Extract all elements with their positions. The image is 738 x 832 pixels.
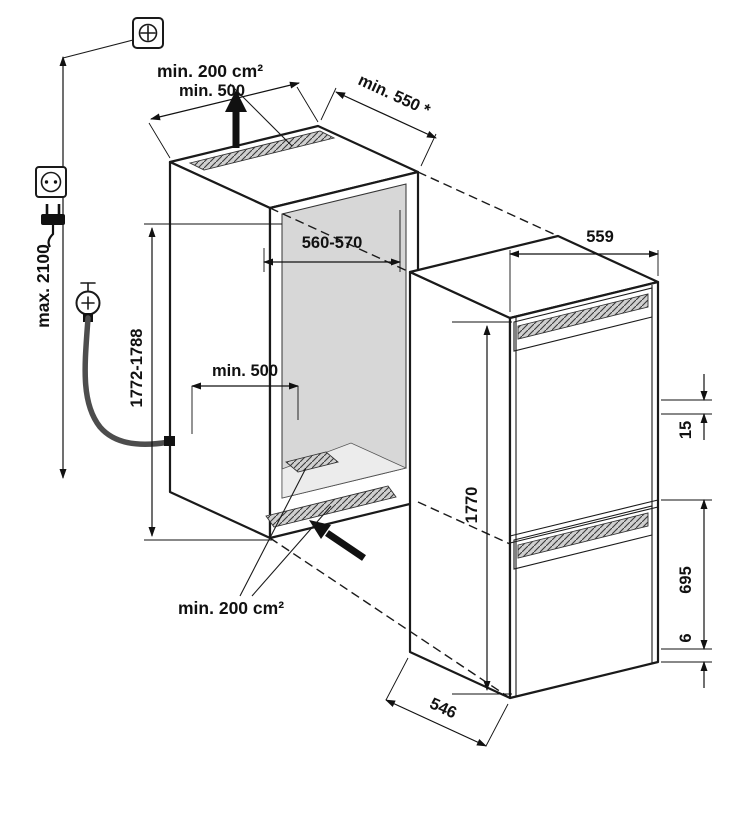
- niche-floor: [281, 442, 408, 499]
- dim-gap-top: 15: [661, 374, 712, 440]
- dim-inner-width: 560-570: [263, 210, 401, 272]
- dimension-line: [150, 81, 300, 121]
- ext-line: [385, 657, 409, 701]
- niche-height-label: 1772-1788: [128, 329, 146, 408]
- niche-width-label: min. 500: [179, 82, 245, 100]
- floor-vent-hatch: [285, 451, 339, 473]
- niche-depth-label: min. 550 *: [355, 71, 433, 120]
- leader-line-floor-vent: [239, 467, 307, 597]
- handle-recess-lower: [513, 505, 653, 570]
- vent-area-label-bottom: min. 200 cm²: [178, 467, 332, 618]
- dim-lower-door: 695: [661, 499, 712, 650]
- ext-line: [420, 133, 437, 167]
- door-split-line-2: [509, 506, 659, 544]
- appliance-height-label: 1770: [463, 487, 481, 524]
- dim-gap-bottom: 6: [661, 633, 712, 688]
- appliance-left-face: [408, 270, 512, 700]
- dimension-line: [385, 699, 487, 747]
- plug-cable: [47, 225, 55, 248]
- cable-length-label: max. 2100: [33, 244, 53, 328]
- power-socket-icon: [35, 166, 67, 198]
- socket-pin-left: [44, 180, 49, 184]
- niche: [168, 124, 420, 540]
- leader-line-front-vent: [251, 505, 332, 597]
- ceiling-junction-icon: [132, 17, 164, 49]
- niche-left-face: [168, 160, 272, 540]
- projection-bottom-left: [269, 537, 511, 699]
- ext-line: [485, 703, 509, 747]
- appliance: [408, 234, 660, 700]
- hose-end-fitting: [164, 436, 175, 446]
- appliance-width-label: 559: [586, 228, 614, 246]
- dim-appliance-width: 559: [509, 228, 659, 312]
- gap-top-label: 15: [677, 421, 695, 439]
- vent-bottom-label: min. 200 cm²: [178, 598, 284, 618]
- junction-box-circle: [138, 23, 158, 43]
- airflow-in-shaft: [325, 530, 366, 561]
- door-handle-upper: [513, 287, 653, 352]
- power-plug-icon: [41, 204, 65, 248]
- vent-top-label: min. 200 cm²: [157, 61, 263, 81]
- socket-pin-right: [53, 180, 58, 184]
- projection-bottom-right: [417, 501, 511, 545]
- door-handle-lower: [513, 505, 653, 570]
- handle-grip-upper: [517, 293, 649, 340]
- ext-line: [320, 87, 337, 121]
- projection-top-right: [417, 171, 559, 237]
- socket-circle: [40, 171, 62, 193]
- door-split-line-1: [509, 499, 659, 537]
- ext-line: [148, 122, 171, 159]
- cable-leader-top: [62, 39, 134, 59]
- inner-width-label: 560-570: [302, 234, 363, 252]
- handle-recess-upper: [513, 287, 653, 352]
- dim-appliance-height: 1770: [452, 321, 512, 695]
- appliance-depth-label: 546: [427, 695, 460, 723]
- airflow-in-arrow-icon: [309, 520, 366, 561]
- vent-area-label-top: min. 200 cm²: [157, 61, 293, 147]
- socket-outline: [35, 166, 67, 198]
- gap-bottom-label: 6: [677, 633, 695, 642]
- plug-body: [41, 214, 65, 225]
- top-vent-hatch: [188, 130, 336, 171]
- dim-niche-height: 1772-1788: [128, 223, 282, 541]
- floor-depth-label: min. 500: [212, 362, 278, 380]
- handle-grip-lower: [517, 512, 649, 559]
- appliance-front-face: [508, 280, 660, 700]
- ext-line: [296, 86, 319, 123]
- water-connection: [75, 282, 175, 448]
- lower-door-label: 695: [677, 566, 695, 594]
- leader-line: [229, 83, 293, 147]
- dim-floor-depth: min. 500: [191, 362, 299, 434]
- power-supply: max. 2100: [33, 17, 164, 479]
- dim-niche-width: min. 500: [148, 81, 319, 159]
- water-hose: [82, 315, 172, 448]
- dimension-line: [335, 91, 437, 139]
